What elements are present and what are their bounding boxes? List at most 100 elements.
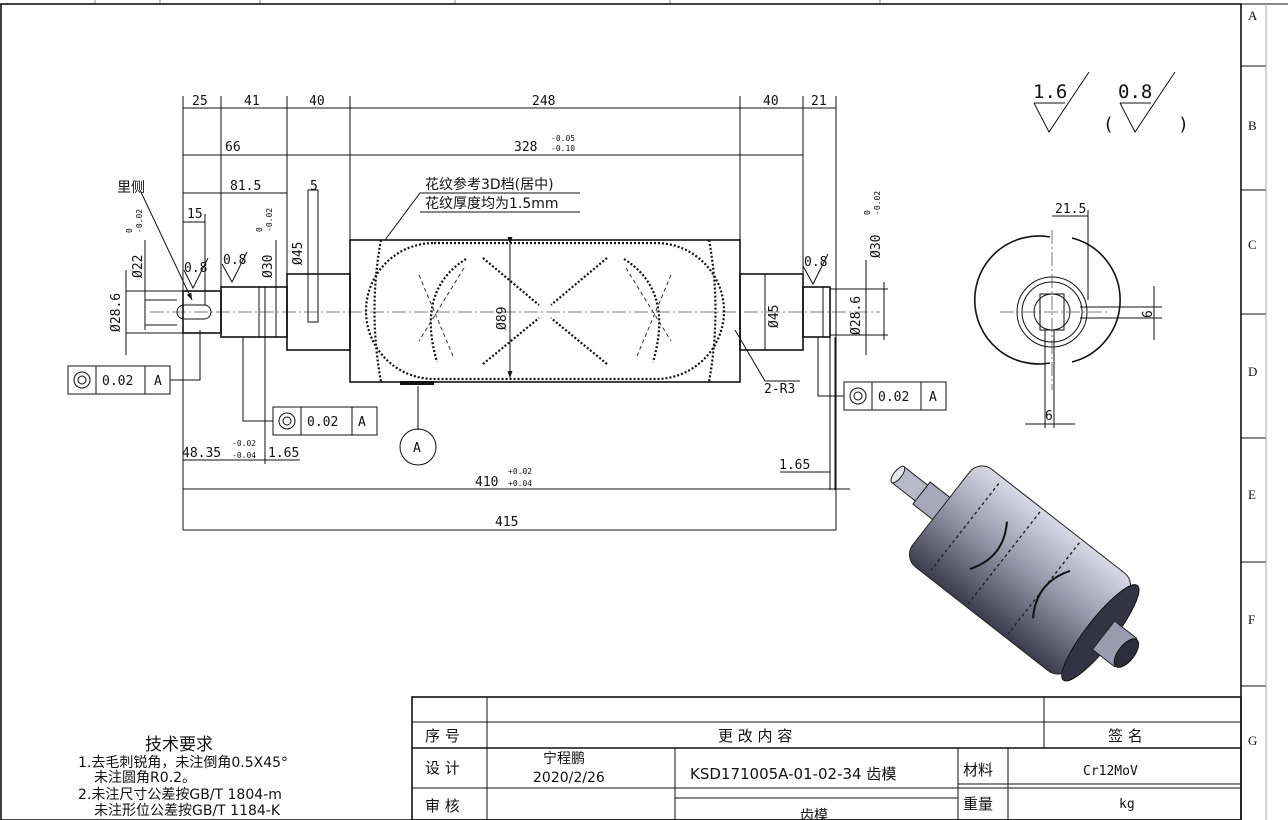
grid-letter-c: C: [1248, 237, 1257, 252]
drawing-frame: A B C D E F G: [0, 3, 1288, 820]
grid-letter-a: A: [1248, 8, 1258, 23]
title-designer: 宁程鹏: [543, 750, 585, 767]
annotations: 里侧 花纹参考3D档(居中) 花纹厚度均为1.5mm: [117, 176, 580, 301]
grid-letter-b: B: [1248, 118, 1257, 133]
title-date: 2020/2/26: [533, 770, 605, 786]
technical-requirements: 技术要求 1.去毛刺锐角，未注倒角0.5X45° 未注圆角R0.2。 2.未注尺…: [78, 735, 288, 819]
dim-1-65-right: 1.65: [779, 458, 810, 473]
dim-dia30-left: Ø30: [261, 255, 276, 278]
isometric-view: [890, 465, 1140, 682]
side-dim-6-horizontal: 6: [1045, 409, 1053, 424]
tolerance-frame-1: 0.02 A: [67, 330, 201, 395]
tech-req-line: 未注形位公差按GB/T 1184-K: [94, 803, 281, 819]
dim-48-35-tol-upper: -0.02: [232, 439, 256, 448]
tolerance-frame-3: 0.02 A: [817, 337, 947, 411]
dim-81-5: 81.5: [230, 179, 261, 194]
dim-25: 25: [192, 94, 208, 109]
grid-letter-g: G: [1248, 733, 1257, 748]
dim-dia30-right: Ø30: [869, 235, 884, 258]
dim-328-tol-upper: -0.05: [551, 134, 575, 143]
tech-req-line: 1.去毛刺锐角，未注倒角0.5X45°: [78, 755, 288, 771]
title-material: Cr12MoV: [1083, 764, 1138, 779]
tolerance-value: 0.02: [307, 415, 338, 430]
title-block: 序 号 更 改 内 容 签 名 设 计 宁程鹏 2020/2/26 KSD171…: [411, 696, 1242, 820]
dim-21: 21: [811, 94, 827, 109]
title-design: 设 计: [425, 759, 460, 777]
dim-dia28-6-left: Ø28.6: [109, 293, 124, 332]
note-pattern-reference: 花纹参考3D档(居中): [425, 176, 554, 193]
grid-letter-e: E: [1248, 487, 1256, 502]
dim-5: 5: [310, 179, 318, 194]
roll-body: [349, 239, 741, 383]
dim-dia30-right-tol-lower: -0.02: [873, 191, 882, 215]
dim-1-65-left: 1.65: [268, 446, 299, 461]
roughness-0-8-b: 0.8: [223, 253, 246, 268]
title-seq: 序 号: [425, 727, 460, 745]
tech-req-line: 未注圆角R0.2。: [94, 770, 196, 786]
title-part-number: KSD171005A-01-02-34 齿模: [690, 765, 896, 783]
roughness-other-value: 0.8: [1118, 81, 1152, 103]
title-material-label: 材料: [963, 761, 993, 779]
dim-328: 328: [514, 140, 537, 155]
title-weight-label: 重量: [963, 795, 993, 813]
note-inner-side: 里侧: [117, 180, 145, 196]
dim-410-tol-upper: +0.02: [508, 467, 532, 476]
coaxiality-icon: [849, 387, 867, 405]
dim-248: 248: [532, 94, 555, 109]
title-change: 更 改 内 容: [718, 727, 792, 745]
grid-letter-d: D: [1248, 364, 1257, 379]
dim-15: 15: [187, 207, 203, 222]
dim-41: 41: [244, 94, 260, 109]
tech-req-title: 技术要求: [145, 735, 213, 755]
dim-2-r3: 2-R3: [764, 382, 795, 397]
coaxiality-icon: [278, 412, 296, 430]
dim-dia30-tol-upper: 0: [255, 227, 264, 232]
note-pattern-thickness: 花纹厚度均为1.5mm: [425, 196, 559, 212]
tolerance-datum: A: [154, 374, 162, 389]
dim-328-tol-lower: -0.10: [551, 144, 575, 153]
side-dim-21-5: 21.5: [1055, 202, 1086, 217]
dim-48-35: 48.35: [182, 446, 221, 461]
coaxiality-icon: [73, 371, 91, 389]
tolerance-datum: A: [929, 390, 937, 405]
dim-410: 410: [475, 475, 498, 490]
side-view: 21.5 6 6: [973, 202, 1162, 428]
main-view: [150, 189, 880, 490]
pattern-outline: [364, 241, 726, 381]
title-part-name: 齿模: [800, 808, 828, 820]
dim-415: 415: [495, 515, 518, 530]
dim-40-left: 40: [309, 94, 325, 109]
roughness-0-8-a: 0.8: [184, 261, 207, 276]
dim-dia28-6-right: Ø28.6: [849, 296, 864, 335]
tolerance-frame-2: 0.02 A: [242, 337, 378, 436]
tolerance-value: 0.02: [878, 390, 909, 405]
dim-48-35-tol-lower: -0.04: [232, 451, 256, 460]
keyway: [176, 304, 212, 320]
left-flange-slot: [307, 189, 319, 323]
datum-a: A: [399, 386, 437, 466]
dim-dia22-tol-lower: -0.02: [135, 209, 144, 233]
side-dim-6-vertical: 6: [1141, 310, 1156, 318]
tech-req-line: 2.未注尺寸公差按GB/T 1804-m: [78, 787, 282, 803]
roughness-symbol-main: [1033, 71, 1090, 133]
dim-40-right: 40: [763, 94, 779, 109]
dim-dia89: Ø89: [495, 307, 510, 330]
dim-410-tol-lower: +0.04: [508, 479, 532, 488]
dim-dia22-tol-upper: 0: [125, 228, 134, 233]
tolerance-value: 0.02: [102, 374, 133, 389]
roughness-0-8-c: 0.8: [804, 255, 827, 270]
tolerance-datum: A: [358, 415, 366, 430]
paren-close: ): [1178, 114, 1189, 135]
dim-dia45-right: Ø45: [767, 305, 782, 328]
title-weight-unit: kg: [1119, 797, 1135, 812]
dim-dia22: Ø22: [131, 255, 146, 278]
dim-dia45-left: Ø45: [291, 242, 306, 265]
paren-open: (: [1103, 114, 1114, 135]
roughness-symbol-other: [1119, 71, 1176, 133]
title-sign: 签 名: [1108, 727, 1143, 745]
dim-dia30-right-tol-upper: 0: [863, 210, 872, 215]
grid-letter-f: F: [1248, 612, 1255, 627]
roughness-main-value: 1.6: [1033, 81, 1067, 103]
main-dimensions: 25 41 40 248 40 21 66 328 -0.05 -0.10 81…: [109, 94, 888, 531]
